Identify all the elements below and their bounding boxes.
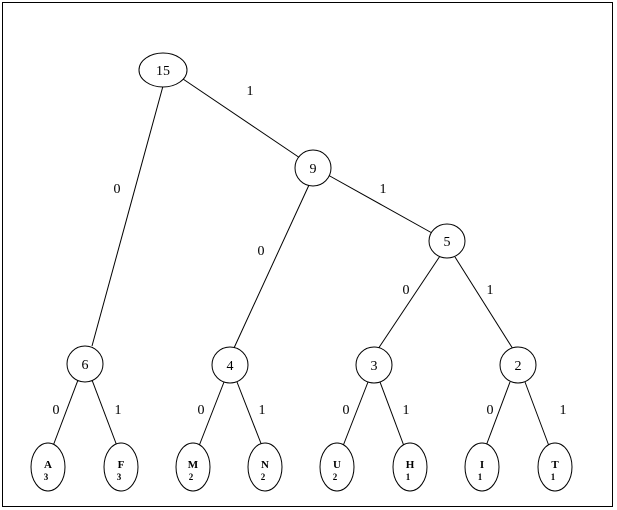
leaf-count: 2 xyxy=(333,472,338,482)
leaf-nodes: A 3 F 3 M 2 N 2 U 2 H 1 I xyxy=(30,442,573,492)
node-9: 9 xyxy=(294,149,332,187)
edge-5-2 xyxy=(454,256,514,350)
node-6: 6 xyxy=(66,345,104,383)
node-2: 2 xyxy=(499,346,537,384)
leaf-T: T 1 xyxy=(537,442,573,492)
edge-label-15-6: 0 xyxy=(114,182,121,197)
node-3: 3 xyxy=(355,346,393,384)
edge-4-N xyxy=(236,381,263,447)
leaf-N: N 2 xyxy=(247,442,283,492)
edge-6-A xyxy=(52,379,79,447)
node-value: 3 xyxy=(371,359,378,374)
node-value: 9 xyxy=(310,162,317,177)
leaf-letter: N xyxy=(261,459,269,471)
leaf-count: 1 xyxy=(478,472,483,482)
leaf-M: M 2 xyxy=(175,442,211,492)
leaf-count: 1 xyxy=(406,472,411,482)
leaf-count: 2 xyxy=(261,472,266,482)
edge-label-6-A: 0 xyxy=(53,403,60,418)
edge-9-4 xyxy=(233,184,310,349)
edge-label-9-4: 0 xyxy=(258,244,265,259)
tree-edges xyxy=(52,78,550,447)
edge-15-9 xyxy=(182,78,301,159)
edge-2-I xyxy=(485,381,511,447)
edge-5-3 xyxy=(377,255,441,350)
leaf-count: 3 xyxy=(44,472,49,482)
leaf-H: H 1 xyxy=(392,442,428,492)
leaf-letter: U xyxy=(333,459,341,471)
edge-label-5-3: 0 xyxy=(403,283,410,298)
edge-3-U xyxy=(342,381,369,447)
leaf-F: F 3 xyxy=(103,442,139,492)
node-15: 15 xyxy=(138,52,188,88)
leaf-letter: F xyxy=(118,459,125,471)
edge-15-6 xyxy=(91,85,164,347)
leaf-count: 2 xyxy=(189,472,194,482)
leaf-U: U 2 xyxy=(319,442,355,492)
edge-9-5 xyxy=(327,174,433,234)
internal-nodes: 15 9 5 6 4 3 2 xyxy=(66,52,537,384)
leaf-letter: H xyxy=(406,459,415,471)
leaf-letter: T xyxy=(551,459,559,471)
node-value: 4 xyxy=(227,359,234,374)
node-5: 5 xyxy=(428,223,466,259)
node-value: 6 xyxy=(82,358,89,373)
edge-label-4-M: 0 xyxy=(198,403,205,418)
edge-label-3-H: 1 xyxy=(403,403,410,418)
leaf-count: 1 xyxy=(551,472,556,482)
node-4: 4 xyxy=(211,346,249,384)
leaf-letter: A xyxy=(44,459,52,471)
leaf-A: A 3 xyxy=(30,442,66,492)
node-value: 2 xyxy=(515,359,522,374)
edge-label-15-9: 1 xyxy=(247,84,254,99)
leaf-letter: I xyxy=(480,459,484,471)
leaf-I: I 1 xyxy=(464,442,500,492)
leaf-letter: M xyxy=(188,459,199,471)
edge-label-3-U: 0 xyxy=(343,403,350,418)
edge-2-T xyxy=(524,381,550,447)
leaf-count: 3 xyxy=(117,472,122,482)
edge-4-M xyxy=(198,381,225,447)
edge-label-9-5: 1 xyxy=(380,182,387,197)
edge-3-H xyxy=(379,381,405,447)
edge-6-F xyxy=(91,379,118,447)
edge-label-2-I: 0 xyxy=(487,403,494,418)
edge-labels: 0 1 0 1 0 1 0 1 0 1 0 1 0 1 xyxy=(53,84,567,418)
edge-label-2-T: 1 xyxy=(560,403,567,418)
edge-label-6-F: 1 xyxy=(115,403,122,418)
edge-label-4-N: 1 xyxy=(259,403,266,418)
node-value: 15 xyxy=(156,64,170,79)
edge-label-5-2: 1 xyxy=(487,283,494,298)
node-value: 5 xyxy=(444,235,451,250)
